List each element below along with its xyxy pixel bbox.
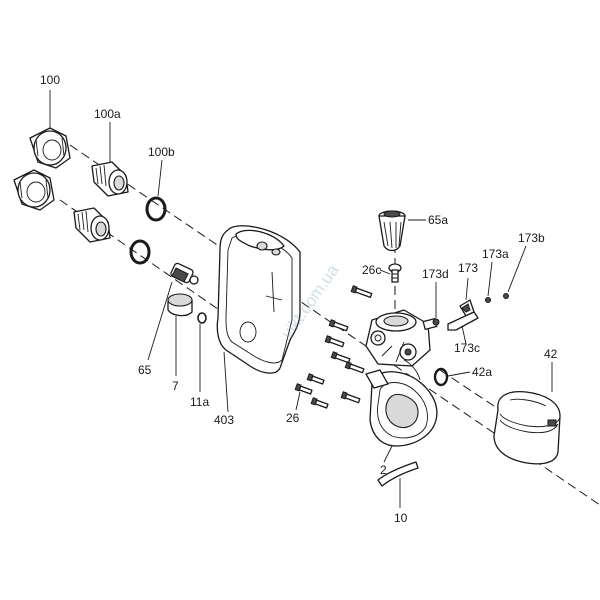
part-100-union-nut-upper xyxy=(29,127,71,169)
callout-65a: 65a xyxy=(428,213,448,227)
callout-42a: 42a xyxy=(472,365,492,379)
part-100a-fitting-upper xyxy=(91,161,129,197)
leader-lines xyxy=(49,90,553,508)
part-100a-fitting-lower xyxy=(73,207,111,243)
callout-100b: 100b xyxy=(148,145,175,159)
callout-173b: 173b xyxy=(518,231,545,245)
part-100b-o-ring-upper xyxy=(145,196,167,222)
part-42a-gasket xyxy=(433,367,449,387)
callout-173d: 173d xyxy=(422,267,449,281)
part-173b-screw xyxy=(503,293,509,299)
callout-173: 173 xyxy=(458,261,478,275)
part-173c-bracket xyxy=(447,311,479,331)
mixer-valve-block xyxy=(365,309,438,367)
part-11a-ring xyxy=(197,312,207,324)
callout-2: 2 xyxy=(380,463,387,477)
part-403-housing xyxy=(216,225,301,374)
mounting-screws xyxy=(324,285,373,404)
part-10-strip xyxy=(377,461,419,487)
callout-7: 7 xyxy=(172,379,179,393)
callout-100: 100 xyxy=(40,73,60,87)
callout-26: 26 xyxy=(286,411,300,425)
callout-173a: 173a xyxy=(482,247,509,261)
part-173d-pin xyxy=(432,318,440,326)
callout-10: 10 xyxy=(394,511,408,525)
axis-42 xyxy=(439,369,501,411)
part-100-union-nut-lower xyxy=(13,169,55,211)
part-26c-screw xyxy=(388,263,402,283)
callout-26c: 26c xyxy=(362,263,381,277)
part-65a-filter xyxy=(378,210,406,252)
part-2-front-cover xyxy=(365,359,438,447)
part-65-valve xyxy=(170,262,199,285)
callout-403: 403 xyxy=(214,413,234,427)
callout-65: 65 xyxy=(138,363,152,377)
part-7-knob xyxy=(167,293,193,317)
part-173a-screw xyxy=(485,297,491,303)
callout-100a: 100a xyxy=(94,107,121,121)
part-42-cylinder xyxy=(493,390,561,465)
callout-42: 42 xyxy=(544,347,558,361)
callout-labels: 100 100a 100b 65a 26c 173d 173 173a 173b… xyxy=(40,73,558,525)
callout-173c: 173c xyxy=(454,341,480,355)
part-26-screws xyxy=(294,373,329,409)
callout-11a: 11a xyxy=(190,395,209,409)
part-100b-o-ring-lower xyxy=(129,239,151,265)
